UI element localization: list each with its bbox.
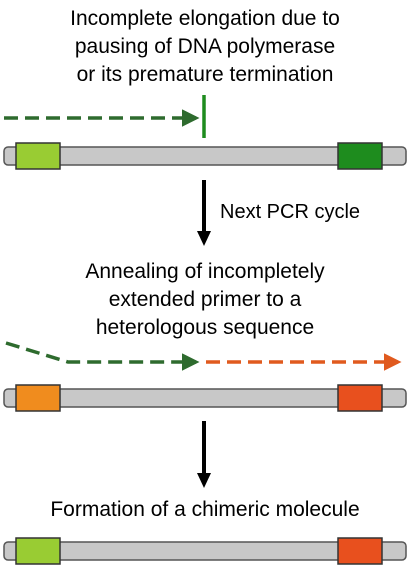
template-2-left-primer-site <box>15 384 61 412</box>
caption-1-line-1: Incomplete elongation due to <box>70 7 340 30</box>
step-label: Next PCR cycle <box>220 201 360 223</box>
down-arrow-2-head <box>197 473 211 488</box>
chimeric-molecule <box>3 537 407 565</box>
template-1-right-primer-site <box>337 142 383 170</box>
caption-1-line-3: or its premature termination <box>77 63 334 86</box>
caption-2-line-3: heterologous sequence <box>96 316 314 339</box>
chimera-body <box>3 541 407 561</box>
caption-2-line-2: extended primer to a <box>109 288 302 311</box>
caption-2-line-1: Annealing of incompletely <box>85 260 325 283</box>
chimera-left-primer-site <box>15 537 61 565</box>
caption-1-line-2: pausing of DNA polymerase <box>75 35 335 58</box>
template-2-body <box>3 388 407 408</box>
template-1-left-primer-site <box>15 142 61 170</box>
template-2-right-primer-site <box>337 384 383 412</box>
chimera-right-primer-site <box>337 537 383 565</box>
template-1-body <box>3 146 407 166</box>
template-1 <box>3 142 407 170</box>
template-2 <box>3 384 407 412</box>
caption-3: Formation of a chimeric molecule <box>50 498 359 521</box>
down-arrow-1-head <box>197 231 211 246</box>
annealed-primer-arrow <box>5 341 200 371</box>
